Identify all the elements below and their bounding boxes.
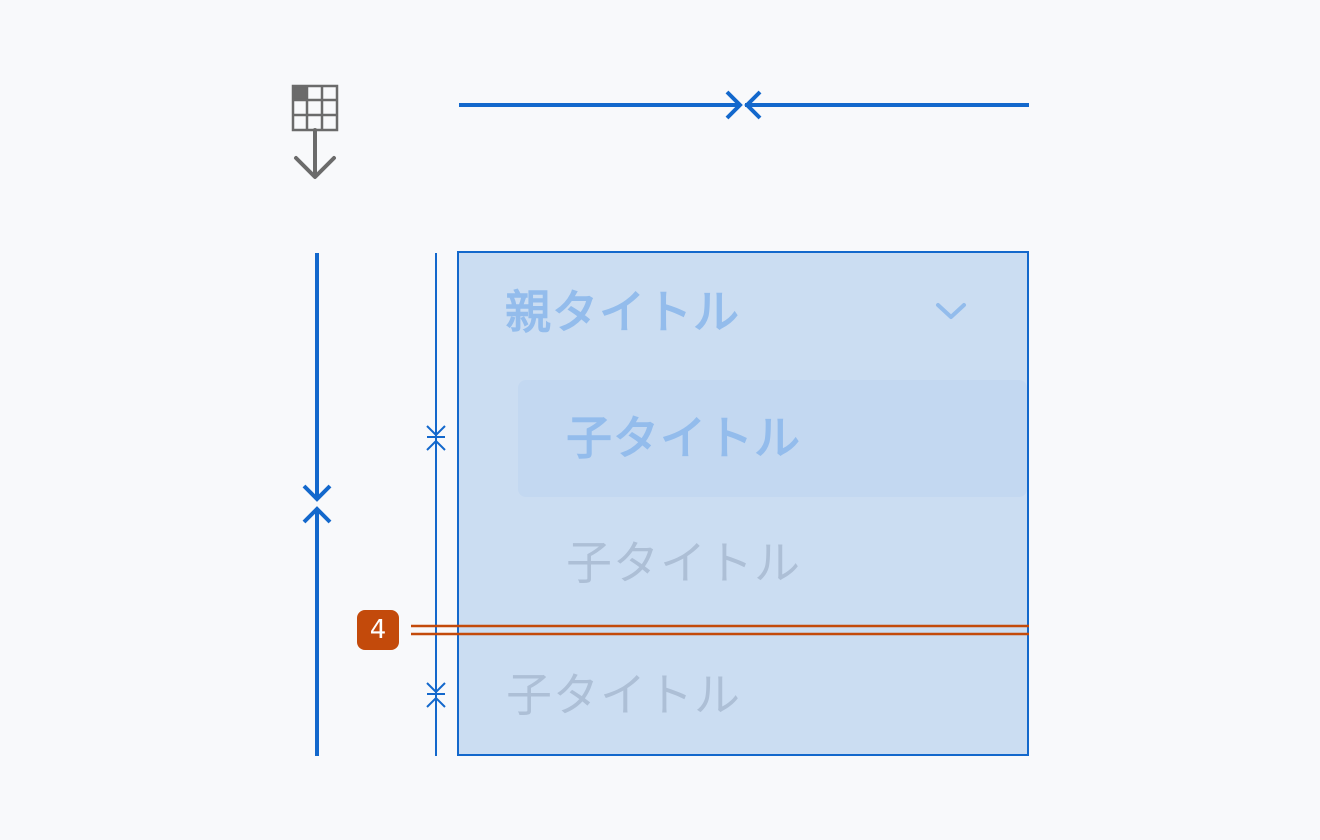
annotation-badge: 4: [357, 610, 399, 650]
item-spacing-guide: [426, 253, 446, 756]
parent-title[interactable]: 親タイトル: [505, 285, 740, 339]
menu-panel: [457, 251, 1029, 756]
child-item-selected[interactable]: 子タイトル: [566, 411, 801, 465]
chevron-down-icon[interactable]: [932, 296, 970, 326]
child-item[interactable]: 子タイトル: [566, 536, 801, 590]
child-item[interactable]: 子タイトル: [506, 668, 741, 722]
height-guide: [302, 253, 332, 756]
width-guide: [459, 90, 1029, 120]
grid-fill-down-icon: [291, 84, 339, 179]
selected-item-highlight: [518, 380, 1027, 497]
